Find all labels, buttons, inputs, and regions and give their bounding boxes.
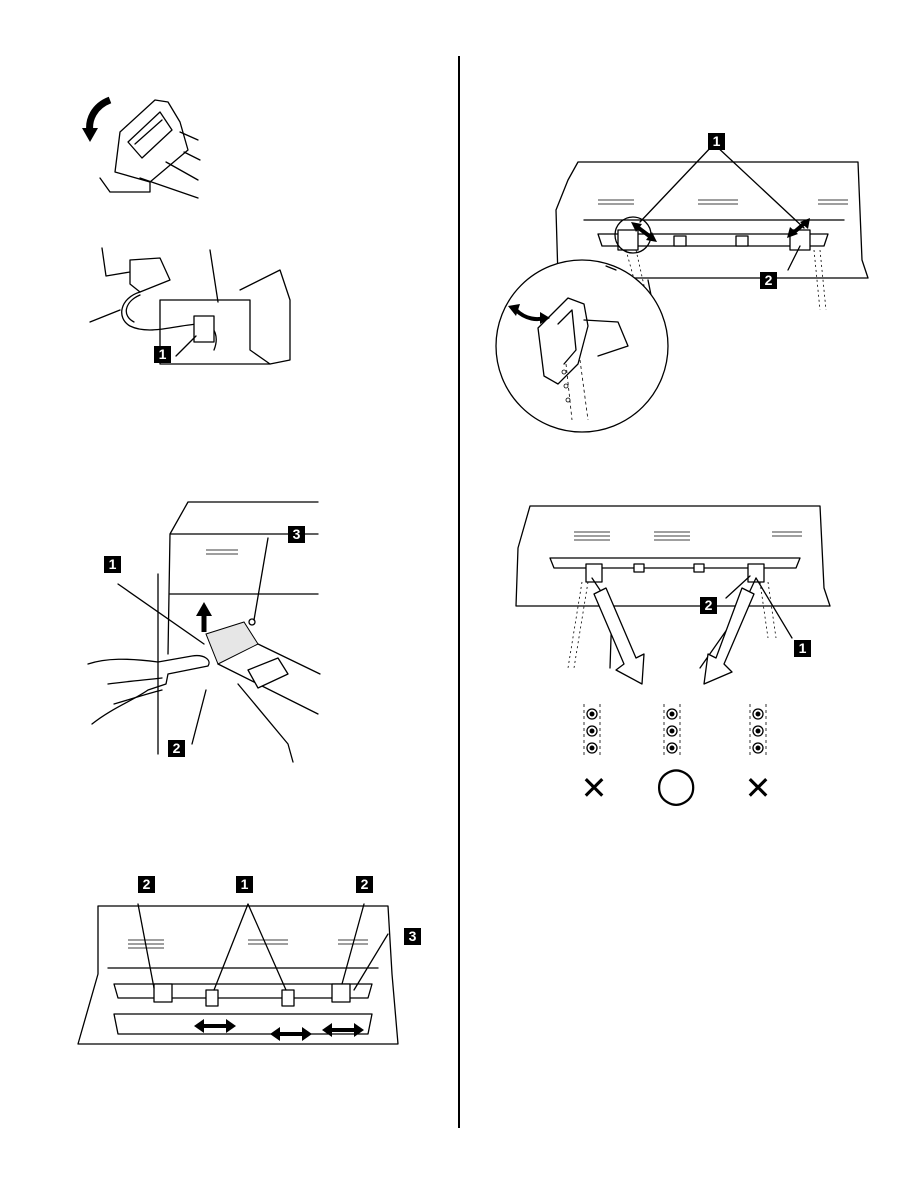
callout-1: 1: [104, 556, 121, 573]
result-correct-mark: ◯: [656, 766, 694, 806]
result-incorrect-mark: ✕: [742, 770, 774, 806]
diagonal-arrow-icon: [594, 588, 754, 684]
tractor-overview-figure: [78, 894, 408, 1054]
double-arrow-icon: [270, 1027, 312, 1041]
callout-3: 3: [288, 526, 305, 543]
result-incorrect-mark: ✕: [578, 770, 610, 806]
callout-1: 1: [708, 133, 725, 150]
column-divider: [458, 56, 460, 1128]
double-arrow-icon: [194, 1019, 236, 1033]
callout-2: 2: [168, 740, 185, 757]
cable-clamp-figure: [90, 240, 300, 375]
rotate-arrow-icon: [90, 100, 110, 132]
callout-1: 1: [154, 346, 171, 363]
callout-2: 2: [138, 876, 155, 893]
double-arrow-icon: [322, 1023, 364, 1037]
tractor-adjust-figure: [488, 150, 868, 426]
callout-2: 2: [356, 876, 373, 893]
callout-3: 3: [404, 928, 421, 945]
callout-2: 2: [700, 597, 717, 614]
ribbon-guide-figure: [80, 92, 200, 202]
paper-strip: [664, 704, 680, 758]
paper-strip: [584, 704, 600, 758]
paper-strip: [750, 704, 766, 758]
callout-1: 1: [236, 876, 253, 893]
callout-1: 1: [794, 640, 811, 657]
callout-2: 2: [760, 272, 777, 289]
